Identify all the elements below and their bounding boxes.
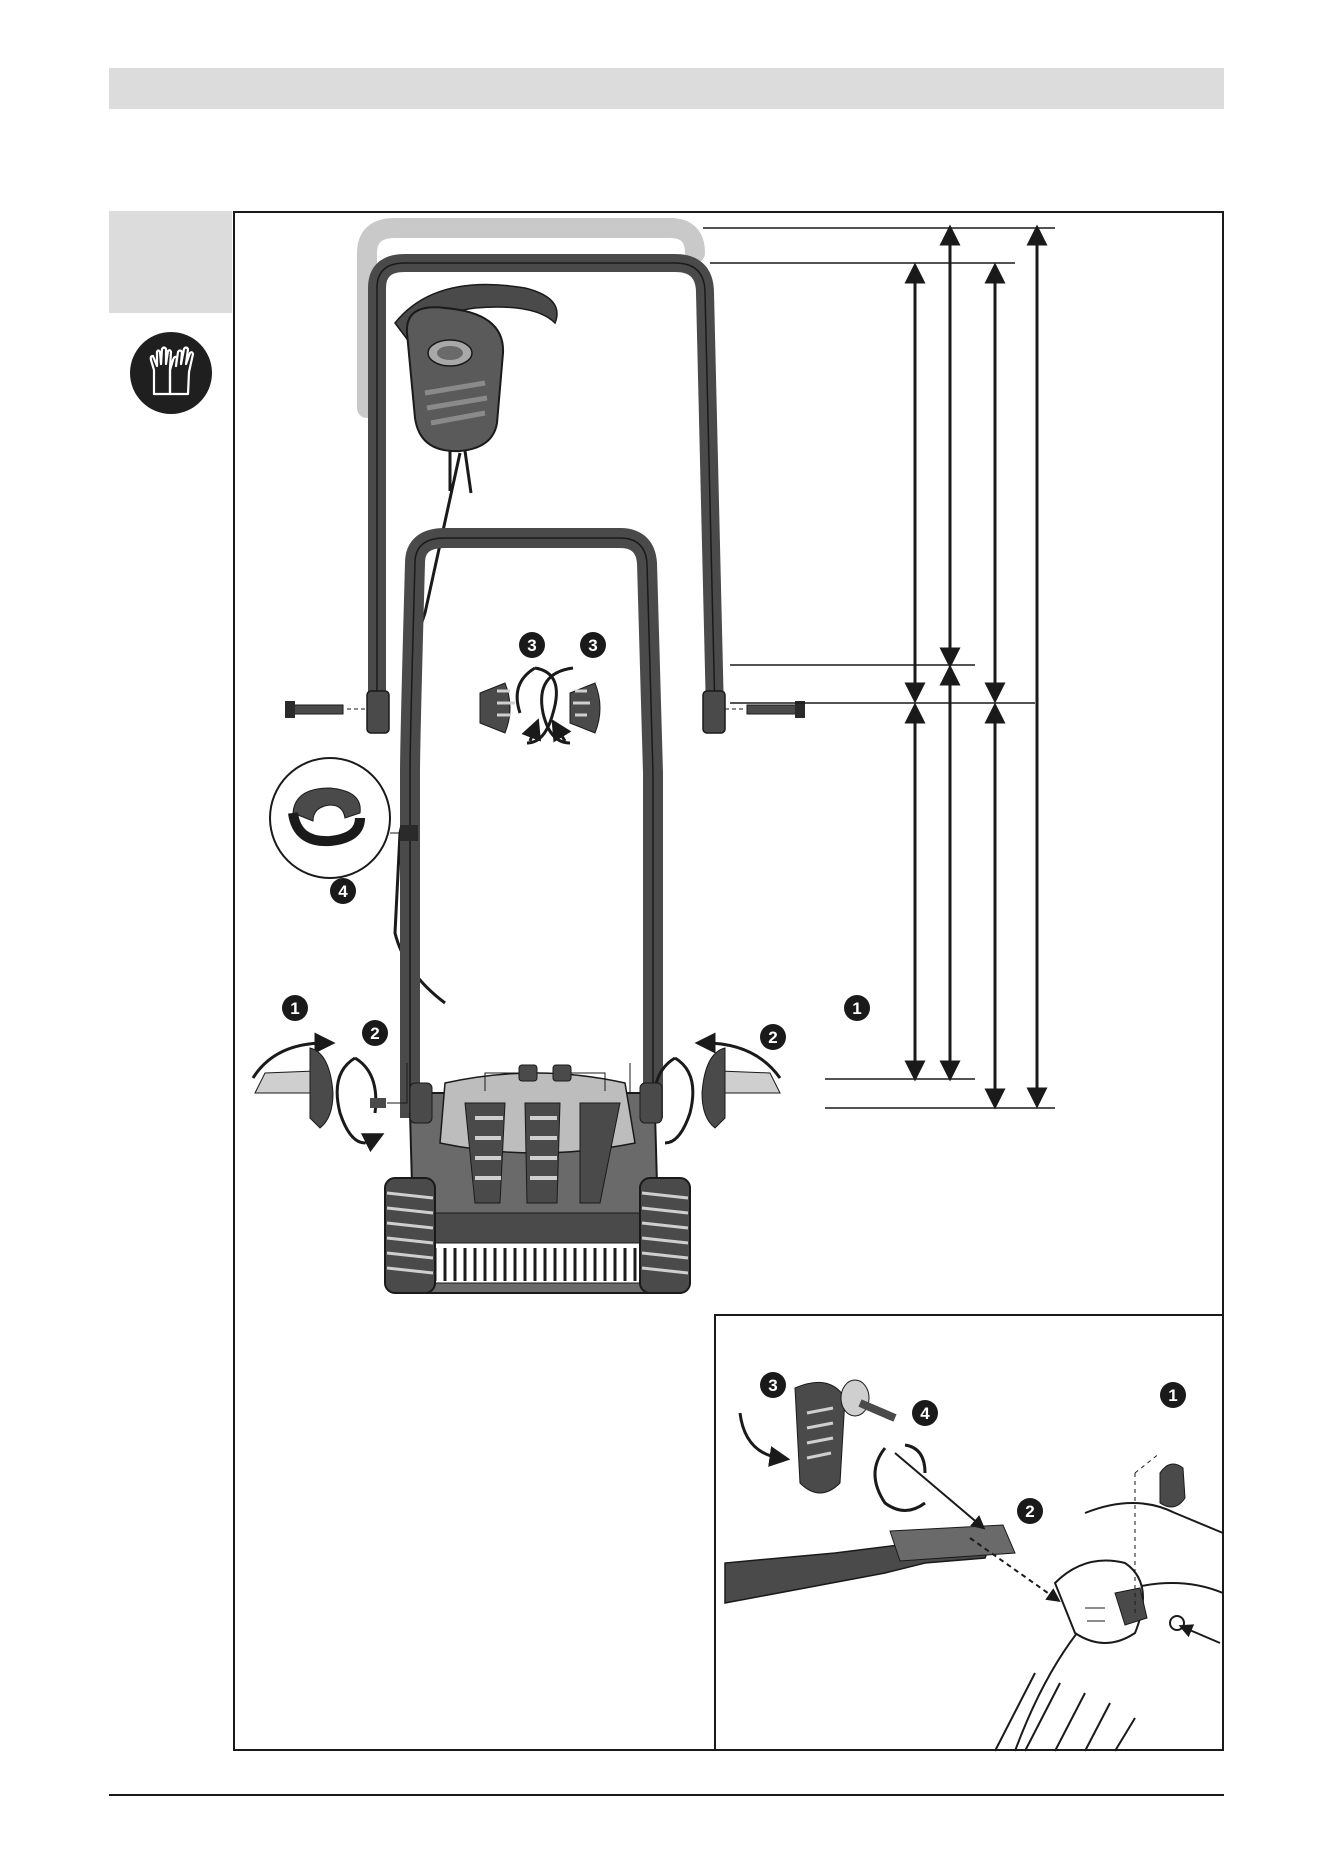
svg-text:2: 2 [1025, 1502, 1034, 1521]
svg-text:3: 3 [588, 636, 597, 655]
knob-right-upper [542, 668, 600, 743]
assembly-illustration: 1 2 3 3 2 1 4 [235, 213, 1226, 1753]
callout-1-left: 1 [282, 995, 308, 1021]
svg-text:2: 2 [768, 1028, 777, 1047]
callout-2-right: 2 [760, 1024, 786, 1050]
svg-text:1: 1 [290, 999, 299, 1018]
header-bar [109, 68, 1224, 109]
detail-callout-4: 4 [912, 1400, 938, 1426]
detail-callout-1: 1 [1160, 1382, 1186, 1408]
lower-handle [410, 538, 653, 1118]
svg-text:2: 2 [370, 1024, 379, 1043]
svg-text:3: 3 [527, 636, 536, 655]
callout-3-left: 3 [519, 632, 545, 658]
detail-inset [715, 1315, 1223, 1751]
callout-4-clip: 4 [330, 878, 356, 904]
switch-box [395, 285, 557, 493]
svg-text:4: 4 [338, 882, 348, 901]
cable-clip-detail [270, 758, 418, 878]
height-dimensions [703, 228, 1055, 1108]
callout-1-right: 1 [844, 995, 870, 1021]
svg-text:4: 4 [920, 1404, 930, 1423]
section-tab [109, 211, 232, 313]
assembly-figure: 1 2 3 3 2 1 4 [233, 211, 1224, 1751]
svg-text:3: 3 [768, 1376, 777, 1395]
knob-left-upper [480, 668, 556, 743]
footer-rule [109, 1794, 1224, 1796]
callout-2-left: 2 [362, 1020, 388, 1046]
knob-left-lower [253, 1043, 407, 1143]
mower-body [385, 1065, 690, 1293]
svg-text:1: 1 [852, 999, 861, 1018]
svg-text:1: 1 [1168, 1386, 1177, 1405]
callout-3-right: 3 [580, 632, 606, 658]
bolt-left [285, 701, 367, 718]
detail-callout-2: 2 [1017, 1498, 1043, 1524]
detail-callout-3: 3 [760, 1372, 786, 1398]
gloves-icon [130, 332, 212, 414]
